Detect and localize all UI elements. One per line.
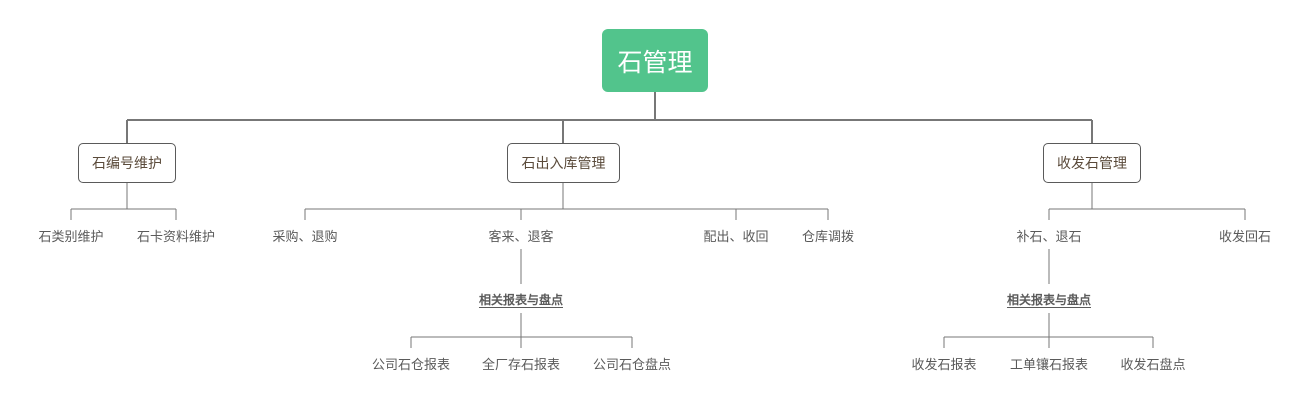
report-item-node[interactable]: 公司石仓报表	[371, 357, 450, 373]
root-node[interactable]: 石管理	[602, 29, 708, 92]
branch-1-connector	[70, 183, 177, 220]
branch-2-report-connector	[410, 249, 633, 348]
branch-node-stone-inout[interactable]: 石出入库管理	[507, 143, 620, 183]
report-item-node[interactable]: 公司石仓盘点	[592, 357, 671, 373]
report-item-node[interactable]: 全厂存石报表	[481, 357, 560, 373]
leaf-node[interactable]: 石卡资料维护	[136, 229, 215, 245]
branch-3-report-connector	[943, 249, 1154, 348]
leaf-node[interactable]: 补石、退石	[1016, 229, 1082, 245]
report-item-node[interactable]: 收发石盘点	[1120, 357, 1186, 373]
leaf-node[interactable]: 石类别维护	[38, 229, 104, 245]
report-item-node[interactable]: 工单镶石报表	[1009, 357, 1088, 373]
branch-node-stone-dispatch[interactable]: 收发石管理	[1043, 143, 1141, 183]
report-item-node[interactable]: 收发石报表	[911, 357, 977, 373]
branch-3-connector	[1048, 183, 1246, 220]
leaf-node[interactable]: 客来、退客	[488, 229, 554, 245]
leaf-node[interactable]: 收发回石	[1218, 229, 1271, 245]
branch-2-connector	[304, 183, 829, 220]
report-group-node[interactable]: 相关报表与盘点	[1006, 292, 1091, 307]
root-connector	[126, 92, 1093, 144]
leaf-node[interactable]: 仓库调拨	[801, 229, 854, 245]
leaf-node[interactable]: 采购、退购	[272, 229, 338, 245]
report-group-node[interactable]: 相关报表与盘点	[478, 292, 563, 307]
leaf-node[interactable]: 配出、收回	[703, 229, 769, 245]
branch-node-stone-number[interactable]: 石编号维护	[78, 143, 176, 183]
